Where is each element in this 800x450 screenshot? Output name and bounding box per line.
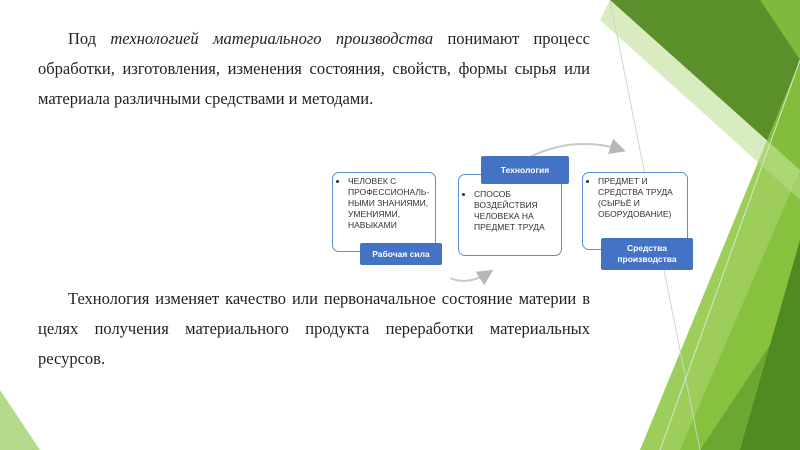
label-workforce: Рабочая сила [360, 243, 442, 265]
box-technology-text: Способ воздействия человека на предмет т… [474, 189, 557, 233]
paragraph-definition: Под технологией материального производст… [38, 29, 590, 108]
label-technology: Технология [481, 156, 569, 184]
emphasis-term: технологией материального производства [110, 29, 434, 48]
box-technology: Способ воздействия человека на предмет т… [458, 174, 562, 256]
box-workforce: Человек с профессиональ-ными знаниями, у… [332, 172, 436, 252]
paragraph-technology: Технология изменяет качество или первона… [38, 289, 590, 368]
box-means: Предмет и средства труда (сырьё и оборуд… [582, 172, 688, 250]
box-means-text: Предмет и средства труда (сырьё и оборуд… [598, 176, 683, 220]
label-means: Средства производства [601, 238, 693, 270]
box-workforce-text: Человек с профессиональ-ными знаниями, у… [348, 176, 431, 231]
